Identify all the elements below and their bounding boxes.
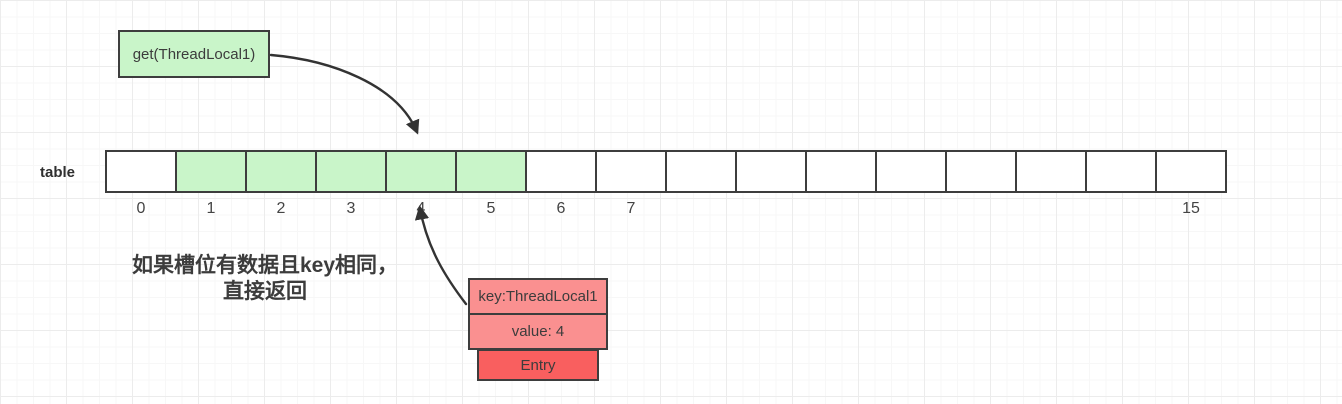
cell-index-5: 5 (486, 200, 496, 217)
table-cell-8 (665, 150, 737, 193)
table-cell-6 (525, 150, 597, 193)
table-cell-4 (385, 150, 457, 193)
table-index-row: 0 1 2 3 4 5 6 7 15 (105, 200, 1227, 218)
cell-index-13 (1015, 200, 1087, 218)
table-cell-9 (735, 150, 807, 193)
table-cell-15 (1155, 150, 1227, 193)
table-cell-14 (1085, 150, 1157, 193)
table-cell-0 (105, 150, 177, 193)
table-label: table (40, 164, 76, 181)
entry-value-box: value: 4 (468, 313, 608, 350)
annotation-line2: 直接返回 (223, 280, 307, 303)
table-cell-5 (455, 150, 527, 193)
cell-index-11 (875, 200, 947, 218)
entry-title-box: Entry (477, 349, 599, 381)
table-cell-11 (875, 150, 947, 193)
table-cell-12 (945, 150, 1017, 193)
cell-index-10 (805, 200, 877, 218)
table-array (105, 150, 1227, 193)
annotation-line1: 如果槽位有数据且key相同， (131, 254, 399, 277)
cell-index-4: 4 (416, 200, 426, 217)
table-cell-1 (175, 150, 247, 193)
get-call-box: get(ThreadLocal1) (118, 30, 270, 78)
cell-index-3: 3 (346, 200, 356, 217)
table-cell-3 (315, 150, 387, 193)
cell-index-1: 1 (206, 200, 216, 217)
table-cell-13 (1015, 150, 1087, 193)
cell-index-7: 7 (626, 200, 636, 217)
arrow-get-to-slot4 (269, 53, 420, 135)
table-cell-10 (805, 150, 877, 193)
cell-index-12 (945, 200, 1017, 218)
cell-index-9 (735, 200, 807, 218)
table-cell-2 (245, 150, 317, 193)
annotation-text: 如果槽位有数据且key相同， 直接返回 (100, 253, 430, 305)
cell-index-6: 6 (556, 200, 566, 217)
cell-index-0: 0 (136, 200, 146, 217)
cell-index-8 (665, 200, 737, 218)
cell-index-14 (1085, 200, 1157, 218)
entry-stack: key:ThreadLocal1 value: 4 Entry (468, 278, 608, 381)
table-cell-7 (595, 150, 667, 193)
entry-key-box: key:ThreadLocal1 (468, 278, 608, 315)
cell-index-2: 2 (276, 200, 286, 217)
cell-index-15: 15 (1182, 200, 1200, 217)
